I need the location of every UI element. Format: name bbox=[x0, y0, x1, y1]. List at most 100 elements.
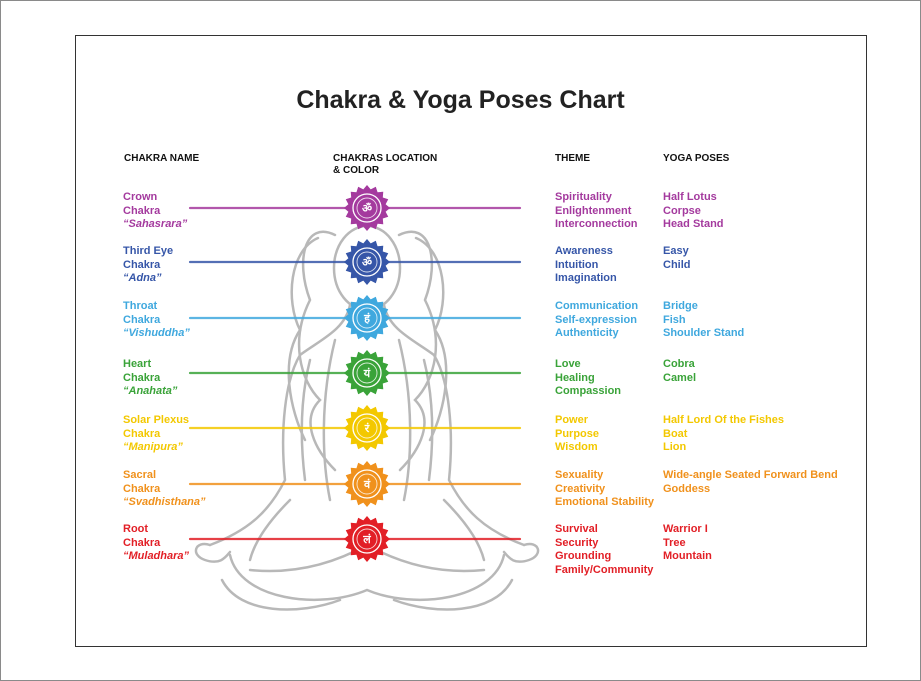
chakra-petals bbox=[344, 405, 390, 451]
header-theme: THEME bbox=[555, 153, 590, 165]
chakra-poses-list-line: Shoulder Stand bbox=[663, 327, 745, 339]
chakra-theme-list-line: Compassion bbox=[555, 385, 622, 397]
chakra-symbol: यं bbox=[344, 350, 390, 396]
chakra-symbol: हं bbox=[344, 295, 390, 341]
chakra-name-label-line: “Svadhisthana” bbox=[123, 496, 206, 508]
chakra-theme-list-line: Creativity bbox=[555, 482, 606, 495]
chakra-name-label-line: Throat bbox=[123, 300, 158, 312]
chakra-theme-list-line: Security bbox=[555, 536, 599, 549]
chakra-poses-list-line: Easy bbox=[663, 245, 689, 257]
chakra-inner-ring bbox=[352, 469, 382, 499]
chakra-theme-list-line: Self-expression bbox=[555, 313, 637, 326]
header-chakra-name: CHAKRA NAME bbox=[124, 153, 199, 165]
chakra-poses-list-line: Tree bbox=[663, 536, 686, 549]
chakra-name-label-line: “Vishuddha” bbox=[123, 327, 190, 339]
header-location-line2: & COLOR bbox=[333, 165, 380, 176]
chakra-core-ring bbox=[356, 251, 378, 273]
header-chakra-name-text: CHAKRA NAME bbox=[124, 153, 200, 164]
chakra-poses-list-line: Half Lotus bbox=[663, 191, 717, 203]
chakra-core-ring bbox=[356, 528, 378, 550]
chakra-name-label-line: Crown bbox=[123, 191, 158, 203]
chakra-symbol: ॐ bbox=[344, 185, 390, 231]
chakra-poses-list-line: Fish bbox=[663, 313, 686, 326]
chakra-inner-ring bbox=[352, 193, 382, 223]
chakra-petals bbox=[344, 516, 390, 562]
chakra-bija-glyph: हं bbox=[363, 312, 371, 325]
chakra-name-label-line: “Adna” bbox=[123, 272, 162, 284]
chakra-inner-ring bbox=[352, 303, 382, 333]
chakra-theme-list-line: Awareness bbox=[555, 245, 613, 257]
chakra-petals bbox=[344, 295, 390, 341]
chakra-poses-list-line: Half Lord Of the Fishes bbox=[663, 414, 785, 426]
chakra-poses-list-line: Mountain bbox=[663, 550, 712, 562]
chakra-theme-list-line: Imagination bbox=[555, 272, 617, 284]
header-location-line1: CHAKRAS LOCATION bbox=[333, 153, 438, 164]
chakra-bija-glyph: वं bbox=[363, 478, 371, 491]
chakra-core-ring bbox=[356, 362, 378, 384]
chakra-name-label-line: Chakra bbox=[123, 313, 161, 326]
chakra-symbol: ॐ bbox=[344, 239, 390, 285]
chakra-theme-list-line: Love bbox=[555, 358, 581, 370]
chakra-poses-list-line: Camel bbox=[663, 371, 697, 384]
chakra-name-label-line: Chakra bbox=[123, 536, 161, 549]
chakra-core-ring bbox=[356, 473, 378, 495]
chakra-inner-ring bbox=[352, 413, 382, 443]
chakra-theme-list-line: Power bbox=[555, 414, 589, 426]
chakra-poses-list-line: Corpse bbox=[663, 204, 701, 217]
chakra-name-label-line: “Muladhara” bbox=[123, 550, 190, 562]
chakra-name-label-line: Chakra bbox=[123, 258, 161, 271]
header-yoga-poses: YOGA POSES bbox=[663, 153, 729, 165]
chakra-theme-list-line: Interconnection bbox=[555, 218, 638, 230]
chakra-poses-list-line: Child bbox=[663, 258, 691, 271]
chakra-theme-list-line: Communication bbox=[555, 300, 639, 312]
chakra-petals bbox=[344, 185, 390, 231]
chakra-theme-list-line: Healing bbox=[555, 371, 595, 384]
chakra-inner-ring bbox=[352, 524, 382, 554]
chakra-name-label-line: Chakra bbox=[123, 482, 161, 495]
chakra-name-label-line: “Anahata” bbox=[123, 385, 178, 397]
chakra-name-label-line: Chakra bbox=[123, 427, 161, 440]
chakra-poses-list-line: Bridge bbox=[663, 300, 698, 312]
chakra-theme-list-line: Family/Community bbox=[555, 563, 654, 576]
chakra-symbol: रं bbox=[344, 405, 390, 451]
chakra-bija-glyph: लं bbox=[362, 533, 371, 546]
chakra-inner-ring bbox=[352, 358, 382, 388]
chart-frame bbox=[75, 35, 867, 647]
chakra-symbol: लं bbox=[344, 516, 390, 562]
chakra-bija-glyph: यं bbox=[363, 367, 371, 380]
chakra-petals bbox=[344, 461, 390, 507]
chakra-name-label-line: Root bbox=[123, 523, 149, 535]
chakra-theme-list-line: Wisdom bbox=[555, 441, 598, 453]
chakra-theme-list-line: Authenticity bbox=[555, 327, 619, 339]
chakra-name-label-line: Third Eye bbox=[123, 245, 174, 257]
chakra-theme-list-line: Purpose bbox=[555, 427, 600, 440]
chakra-bija-glyph: रं bbox=[364, 422, 370, 435]
chakra-core-ring bbox=[356, 197, 378, 219]
chakra-name-label-line: Chakra bbox=[123, 204, 161, 217]
chakra-petals bbox=[344, 350, 390, 396]
chakra-theme-list-line: Grounding bbox=[555, 550, 612, 562]
chakra-core-ring bbox=[356, 417, 378, 439]
chakra-theme-list-line: Intuition bbox=[555, 258, 599, 271]
chakra-name-label-line: “Sahasrara” bbox=[123, 218, 188, 230]
chakra-symbol: वं bbox=[344, 461, 390, 507]
chakra-name-label-line: “Manipura” bbox=[123, 441, 183, 453]
